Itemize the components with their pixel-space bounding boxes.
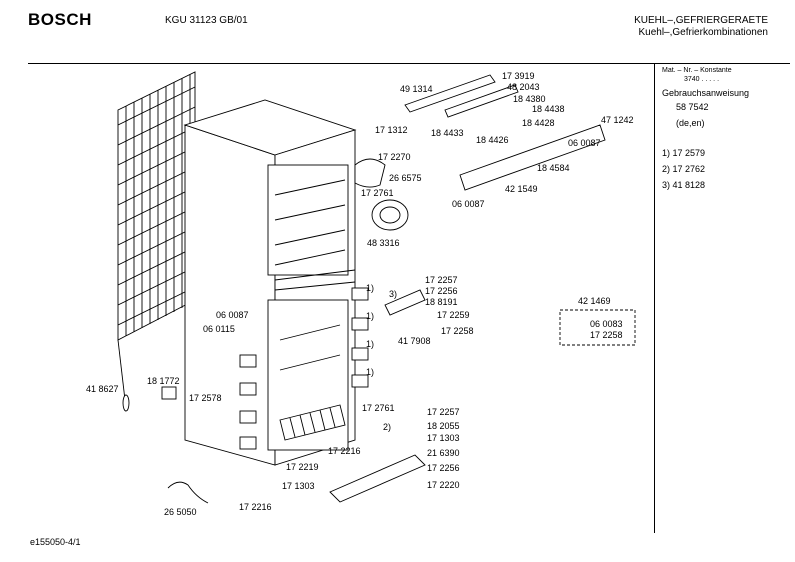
- part-label: 06 0087: [452, 199, 485, 209]
- note-1: 1) 17 2579: [662, 148, 706, 158]
- part-label: 06 0115: [203, 324, 235, 334]
- sidebar-divider: [654, 63, 655, 533]
- condenser-coil: [117, 71, 196, 401]
- part-label: 18 8191: [425, 297, 458, 307]
- part-label: 18 1772: [147, 376, 180, 386]
- kit-box: [559, 309, 636, 346]
- part-label: 48 2043: [507, 82, 540, 92]
- tube-part: [122, 394, 130, 412]
- part-label: 48 3316: [367, 238, 400, 248]
- cabinet: [183, 99, 357, 466]
- part-label: 17 1303: [282, 481, 315, 491]
- category-subtitle: Kuehl–,Gefrierkombinationen: [638, 27, 768, 38]
- door-bins: [239, 354, 257, 450]
- header-divider: [28, 63, 790, 64]
- manual-language: (de,en): [676, 118, 705, 128]
- note-2: 2) 17 2762: [662, 164, 706, 174]
- control-panel: [404, 74, 606, 191]
- part-label: 18 4438: [532, 104, 565, 114]
- part-label: 17 2257: [427, 407, 460, 417]
- fan-housing: [354, 158, 409, 231]
- part-label: 49 1314: [400, 84, 433, 94]
- part-label: 17 1303: [427, 433, 460, 443]
- note-marker: 3): [389, 289, 398, 299]
- part-label: 17 2256: [427, 463, 460, 473]
- part-label: 17 2220: [427, 480, 460, 490]
- note-3: 3) 41 8128: [662, 180, 706, 190]
- part-label: 17 2216: [328, 446, 361, 456]
- power-cord: [167, 481, 209, 504]
- part-label: 21 6390: [427, 448, 460, 458]
- part-label: 18 4584: [537, 163, 570, 173]
- part-label: 17 2216: [239, 502, 272, 512]
- part-label: 17 2257: [425, 275, 458, 285]
- part-label: 18 4428: [522, 118, 555, 128]
- mat-number-value: 3740 . . . . .: [684, 76, 720, 83]
- part-label: 06 0083: [590, 319, 623, 329]
- part-label: 41 8627: [86, 384, 119, 394]
- part-label: 47 1242: [601, 115, 634, 125]
- part-label: 17 2270: [378, 152, 411, 162]
- note-marker: 2): [383, 422, 392, 432]
- part-label: 06 0087: [568, 138, 601, 148]
- part-label: 18 4380: [513, 94, 546, 104]
- part-label: 17 3919: [502, 71, 535, 81]
- part-label: 18 4426: [476, 135, 509, 145]
- relay-part: [161, 386, 177, 400]
- kick-plate: [329, 454, 426, 503]
- note-marker: 1): [366, 339, 375, 349]
- note-marker: 1): [366, 367, 375, 377]
- part-label: 06 0087: [216, 310, 249, 320]
- part-label: 18 2055: [427, 421, 460, 431]
- category-title: KUEHL–,GEFRIERGERAETE: [634, 15, 768, 26]
- manual-label: Gebrauchsanweisung: [662, 88, 750, 98]
- note-marker: 1): [366, 283, 375, 293]
- model-number: KGU 31123 GB/01: [165, 15, 248, 26]
- part-label: 17 2761: [362, 403, 395, 413]
- part-label: 17 2259: [437, 310, 470, 320]
- part-label: 18 4433: [431, 128, 464, 138]
- part-label: 17 2256: [425, 286, 458, 296]
- hinge-parts: [351, 287, 426, 388]
- part-label: 17 2761: [361, 188, 394, 198]
- part-label: 17 2258: [590, 330, 623, 340]
- part-label: 17 1312: [375, 125, 408, 135]
- part-label: 17 2258: [441, 326, 474, 336]
- note-marker: 1): [366, 311, 375, 321]
- part-label: 17 2578: [189, 393, 222, 403]
- manual-number: 58 7542: [676, 102, 709, 112]
- mat-number-label: Mat. – Nr. – Konstante: [662, 67, 732, 74]
- document-code: e155050-4/1: [30, 537, 81, 547]
- part-label: 41 7908: [398, 336, 431, 346]
- part-label: 17 2219: [286, 462, 319, 472]
- part-label: 26 5050: [164, 507, 197, 517]
- part-label: 26 6575: [389, 173, 422, 183]
- part-label: 42 1469: [578, 296, 611, 306]
- part-label: 42 1549: [505, 184, 538, 194]
- brand-logo: BOSCH: [28, 10, 92, 29]
